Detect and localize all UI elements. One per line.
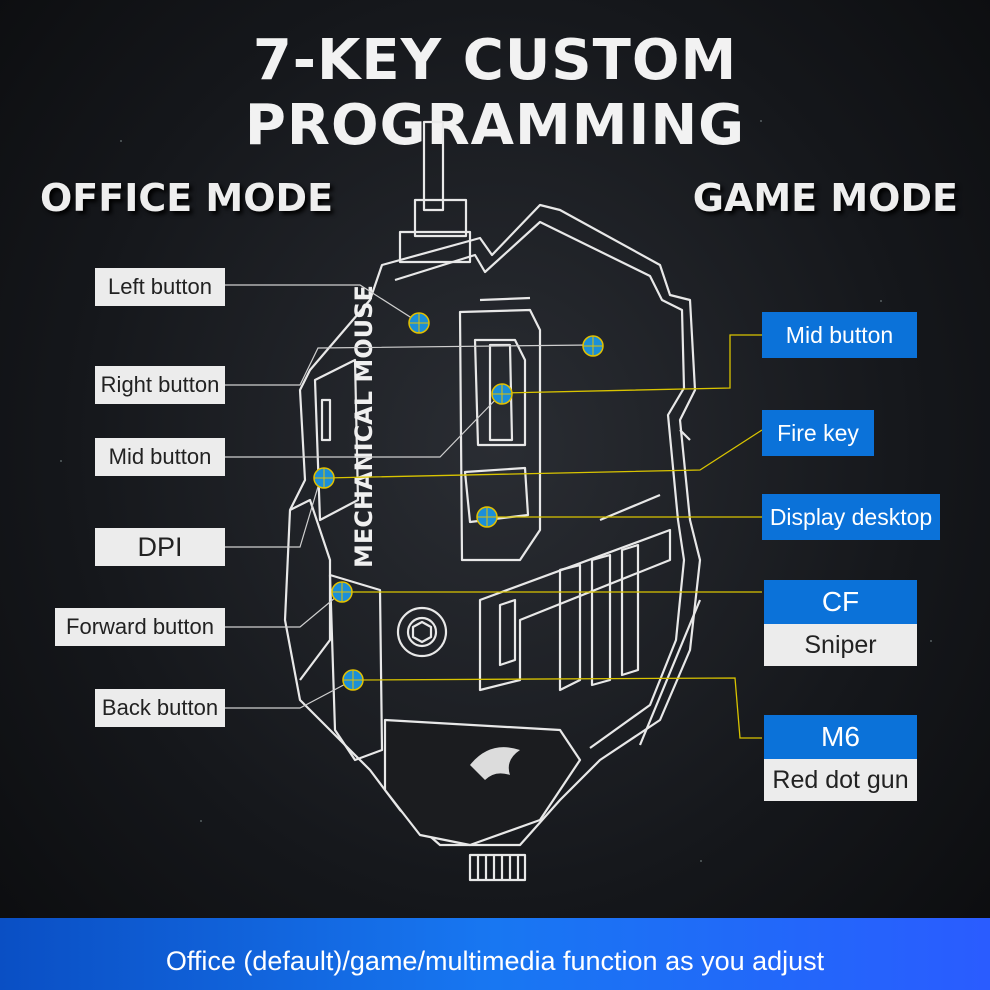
- game-label-display-desktop: Display desktop: [762, 494, 940, 540]
- label-left-button: Left button: [95, 268, 225, 306]
- label-forward-button: Forward button: [55, 608, 225, 646]
- star: [760, 120, 762, 122]
- mouse-brand-text: MECHANICAL MOUSE: [350, 285, 378, 568]
- game-label-m6: M6: [764, 715, 917, 759]
- game-label-cf: CF: [764, 580, 917, 624]
- star: [930, 640, 932, 642]
- game-label-mid-button: Mid button: [762, 312, 917, 358]
- footer-bar: [0, 918, 990, 990]
- game-mode-heading: GAME MODE: [692, 176, 958, 220]
- page-title: 7-KEY CUSTOM PROGRAMMING: [244, 28, 746, 158]
- label-mid-button: Mid button: [95, 438, 225, 476]
- footer-text: Office (default)/game/multimedia functio…: [165, 946, 825, 976]
- label-back-button: Back button: [95, 689, 225, 727]
- office-mode-heading: OFFICE MODE: [40, 176, 334, 220]
- label-dpi: DPI: [95, 528, 225, 566]
- game-label-red-dot-gun: Red dot gun: [764, 759, 917, 801]
- game-label-sniper: Sniper: [764, 624, 917, 666]
- button-markers: [313, 312, 604, 691]
- game-label-fire-key: Fire key: [762, 410, 874, 456]
- star: [880, 300, 882, 302]
- label-right-button: Right button: [95, 366, 225, 404]
- star: [200, 820, 202, 822]
- star: [120, 140, 122, 142]
- star: [700, 860, 702, 862]
- star: [60, 460, 62, 462]
